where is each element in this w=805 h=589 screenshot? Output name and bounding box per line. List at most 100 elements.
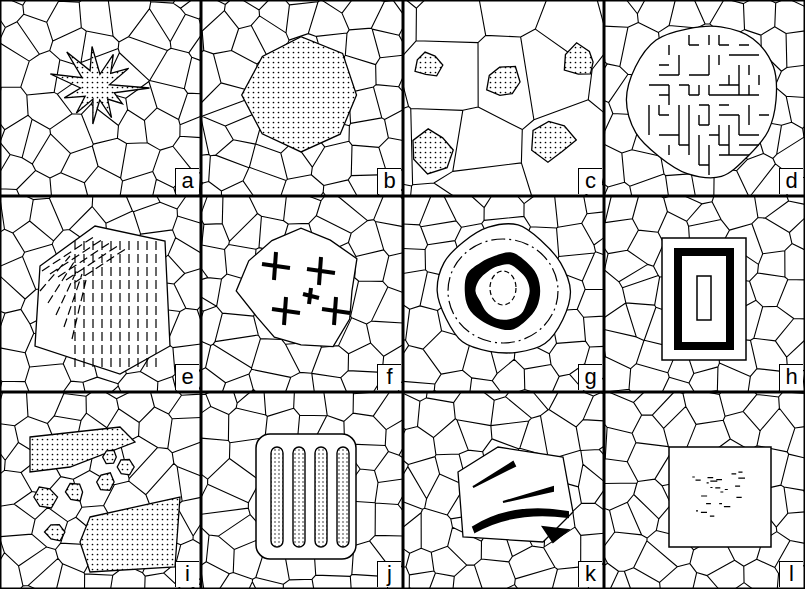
special-grain	[236, 228, 357, 346]
panel-letter: c	[578, 168, 602, 194]
outer-zone	[448, 239, 558, 343]
cross-inclusion	[307, 257, 335, 285]
special-grain	[437, 224, 570, 353]
opaque-sliver	[543, 527, 568, 542]
dendritic-grain	[50, 46, 149, 123]
opaque-frame	[678, 252, 730, 346]
panel-frame	[605, 393, 805, 589]
cross-inclusion	[272, 297, 300, 325]
panel	[0, 196, 201, 392]
fragment	[45, 525, 65, 541]
panel-frame	[605, 197, 805, 392]
host-grain	[437, 224, 570, 353]
fragment	[34, 487, 58, 508]
panel-letter: g	[578, 364, 602, 390]
host-grain	[458, 447, 573, 542]
euhedral-grain	[242, 37, 357, 152]
interstitial-phase	[413, 129, 453, 174]
grain-mosaic	[403, 196, 604, 392]
panel-letter: a	[175, 168, 199, 194]
special-grain	[669, 447, 771, 547]
panel	[604, 0, 805, 196]
core-zone	[490, 271, 516, 305]
cross-inclusion	[303, 288, 319, 304]
fragment	[117, 460, 134, 475]
host-grain	[662, 238, 746, 360]
core-zone	[697, 276, 711, 320]
panel	[604, 392, 805, 589]
panel-letter: l	[779, 561, 803, 587]
panel-letter: f	[377, 364, 401, 390]
grain-mosaic	[201, 196, 403, 392]
panel-letter: b	[377, 168, 401, 194]
host-grain	[669, 447, 771, 547]
grain-mosaic	[0, 392, 201, 589]
special-grain	[458, 447, 573, 542]
interstitial-phase	[415, 52, 443, 76]
panel	[403, 196, 604, 392]
grain-mosaic	[604, 392, 805, 589]
opaque-sliver	[503, 487, 553, 502]
host-grain	[626, 26, 776, 178]
panel-letter: e	[175, 364, 199, 390]
panel	[403, 0, 604, 196]
special-grain	[256, 434, 356, 559]
fragment	[65, 484, 82, 501]
panel-letter: k	[578, 561, 602, 587]
special-grain	[242, 37, 357, 152]
grain-mosaic	[201, 0, 403, 196]
special-grain	[413, 43, 593, 174]
panel-frame	[202, 1, 403, 196]
panel-letter: d	[779, 168, 803, 194]
panel-frame	[1, 197, 201, 392]
special-grain	[626, 26, 776, 178]
host-grain	[256, 434, 356, 559]
panel	[604, 196, 805, 392]
grain-mosaic	[201, 392, 403, 589]
opaque-rim	[465, 252, 540, 330]
panel	[0, 0, 201, 196]
panel-frame	[404, 1, 604, 196]
panel	[201, 196, 403, 392]
panel-letter: h	[779, 364, 803, 390]
panel	[201, 0, 403, 196]
fragment	[103, 450, 117, 463]
lamella	[293, 447, 305, 547]
panel-frame	[404, 197, 604, 392]
cross-inclusion	[262, 252, 290, 280]
grain-mosaic	[604, 196, 805, 392]
host-grain	[35, 226, 170, 374]
panel-letter: j	[377, 561, 401, 587]
grain-mosaic	[403, 392, 604, 589]
special-grain	[30, 427, 180, 572]
lamella	[271, 447, 283, 547]
panel-frame	[202, 393, 403, 589]
interstitial-phase	[487, 66, 520, 95]
panel-frame	[605, 1, 805, 196]
cross-inclusion	[322, 297, 350, 325]
panel-letter: i	[175, 561, 199, 587]
panel-frame	[202, 197, 403, 392]
inclusion-trail	[692, 472, 745, 516]
special-grain	[35, 226, 170, 374]
interstitial-phase	[564, 43, 593, 74]
host-grain	[236, 228, 357, 346]
panel	[0, 392, 201, 589]
special-grain	[50, 46, 149, 123]
grain-mosaic	[403, 0, 604, 196]
grain-mosaic	[0, 196, 201, 392]
lamella	[315, 447, 327, 547]
panel	[403, 392, 604, 589]
grain-mosaic	[604, 0, 805, 196]
panel-frame	[1, 393, 201, 589]
special-grain	[662, 238, 746, 360]
panel-frame	[1, 1, 201, 196]
grain-mosaic	[0, 0, 201, 196]
lamella	[337, 447, 349, 547]
interstitial-phase	[532, 121, 577, 162]
panel-frame	[404, 393, 604, 589]
fragment	[80, 497, 180, 572]
opaque-sliver	[473, 462, 515, 487]
panel	[201, 392, 403, 589]
